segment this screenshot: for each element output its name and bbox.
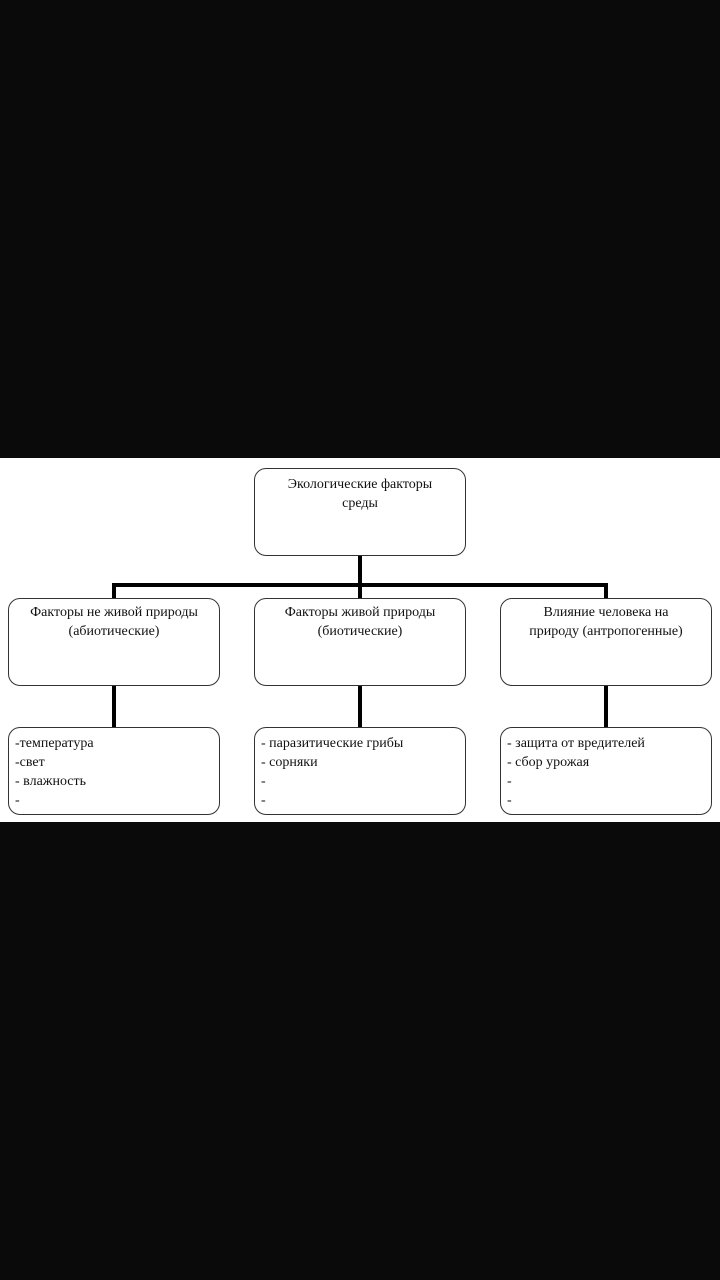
list-item: - сорняки — [261, 755, 318, 770]
connector-lines — [112, 556, 608, 727]
list-item: - — [261, 793, 266, 808]
list-item: - — [507, 793, 512, 808]
list-item: - — [261, 774, 266, 789]
list-item: - — [507, 774, 512, 789]
root-node-box: Экологические факторы среды — [254, 468, 466, 556]
list-item: - сбор урожая — [507, 755, 590, 770]
category-box-biotic: Факторы живой природы (биотические) — [254, 598, 466, 686]
category-title-line: (биотические) — [317, 624, 403, 639]
category-title-line: Факторы живой природы — [284, 605, 436, 620]
category-box-abiotic: Факторы не живой природы (абиотические) — [8, 598, 220, 686]
list-item: - влажность — [15, 774, 87, 789]
list-item: - — [15, 793, 20, 808]
list-box-biotic: - паразитические грибы - сорняки - - — [254, 727, 466, 815]
list-item: -свет — [15, 755, 45, 770]
diagram-image[interactable]: Экологические факторы среды Факторы не ж… — [0, 458, 720, 822]
category-title-line: (абиотические) — [68, 624, 160, 639]
list-item: - защита от вредителей — [507, 736, 645, 751]
list-item: -температура — [15, 736, 94, 751]
category-title-line: Факторы не живой природы — [30, 605, 198, 620]
list-item: - паразитические грибы — [261, 736, 404, 751]
category-box-anthropogenic: Влияние человека на природу (антропогенн… — [500, 598, 712, 686]
category-title-line: природу (антропогенные) — [529, 624, 683, 639]
root-node-line: Экологические факторы — [287, 477, 433, 492]
list-box-abiotic: -температура -свет - влажность - — [8, 727, 220, 815]
list-box-anthropogenic: - защита от вредителей - сбор урожая - - — [500, 727, 712, 815]
category-title-line: Влияние человека на — [543, 605, 669, 620]
root-node-line: среды — [342, 496, 378, 511]
